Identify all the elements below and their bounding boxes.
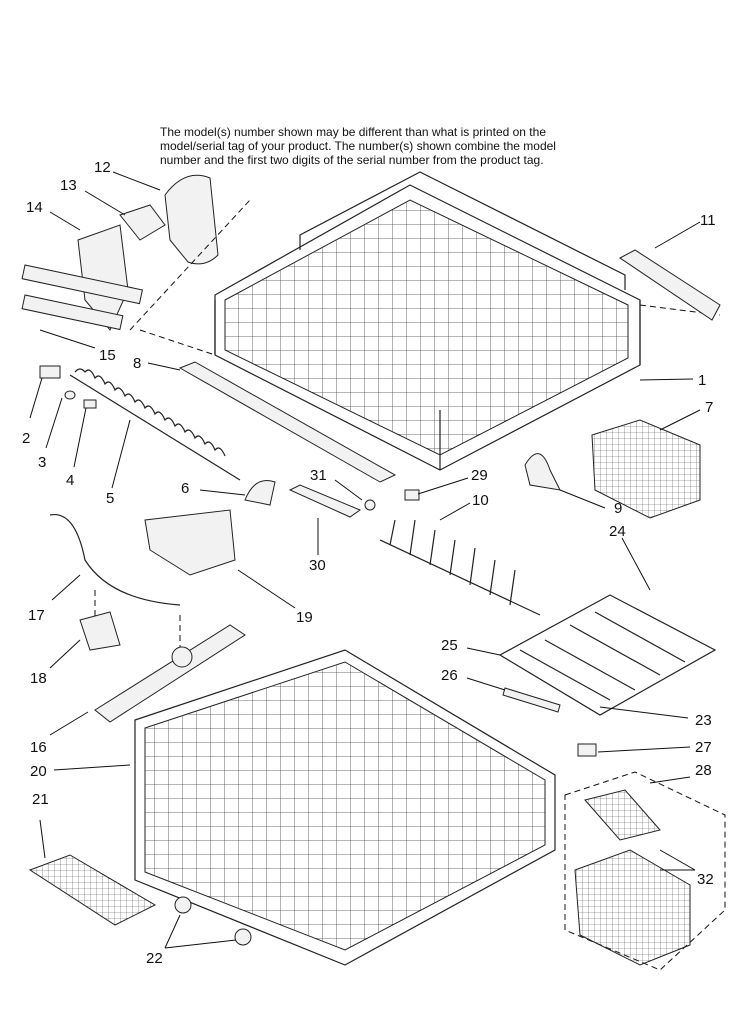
small-part <box>577 743 597 757</box>
callout-5: 5 <box>106 490 114 507</box>
callout-2: 2 <box>22 430 30 447</box>
clip-assembly <box>524 453 561 491</box>
rack-rod <box>69 374 241 481</box>
callout-25: 25 <box>441 637 458 654</box>
tine-clip <box>502 687 561 713</box>
callout-10: 10 <box>472 492 489 509</box>
callout-30: 30 <box>309 557 326 574</box>
tine-assembly <box>498 594 717 716</box>
callout-12: 12 <box>94 159 111 176</box>
callout-3: 3 <box>38 454 46 471</box>
callout-29: 29 <box>471 467 488 484</box>
filler-part <box>288 484 362 518</box>
callout-17: 17 <box>28 607 45 624</box>
callout-32: 32 <box>697 871 714 888</box>
callout-8: 8 <box>133 355 141 372</box>
rack-track <box>178 361 397 483</box>
callout-22: 22 <box>146 950 163 967</box>
callout-11: 11 <box>700 212 716 229</box>
note-line-3: number and the first two digits of the s… <box>160 153 544 167</box>
model-number-note: The model(s) number shown may be differe… <box>160 125 600 167</box>
callout-18: 18 <box>30 670 47 687</box>
callout-6: 6 <box>181 480 189 497</box>
note-line-1: The model(s) number shown may be differe… <box>160 125 546 139</box>
callout-21: 21 <box>32 791 49 808</box>
callout-13: 13 <box>60 177 77 194</box>
wheel <box>174 896 192 914</box>
callout-15: 15 <box>99 347 116 364</box>
clip-part <box>39 365 61 379</box>
callout-27: 27 <box>695 739 712 756</box>
callout-16: 16 <box>30 739 47 756</box>
stop-part <box>244 480 276 506</box>
callout-1: 1 <box>698 372 706 389</box>
callout-24: 24 <box>609 523 626 540</box>
rack-adjuster-parts <box>77 174 219 331</box>
callout-9: 9 <box>614 500 622 517</box>
callout-28: 28 <box>695 762 712 779</box>
spray-tube <box>49 513 181 606</box>
inlet-part <box>144 509 236 576</box>
upper-rack <box>214 171 641 471</box>
silverware-basket <box>574 849 691 966</box>
callout-26: 26 <box>441 667 458 684</box>
note-line-2: model/serial tag of your product. The nu… <box>160 139 556 153</box>
rack-insert <box>28 854 157 926</box>
callout-23: 23 <box>695 712 712 729</box>
rack-trim <box>619 249 721 321</box>
callout-31: 31 <box>310 467 327 484</box>
silverware-basket-group <box>564 771 726 971</box>
callout-20: 20 <box>30 763 47 780</box>
lower-rack <box>134 649 556 966</box>
callout-7: 7 <box>705 399 713 416</box>
callout-19: 19 <box>296 609 313 626</box>
manifold-part <box>79 611 121 651</box>
leader-lines <box>29 171 701 949</box>
adjuster-rails <box>21 264 143 331</box>
tine-row <box>379 519 541 616</box>
callout-labels: 1 2 3 4 5 6 7 8 9 10 11 12 13 14 15 16 1… <box>22 159 716 967</box>
basket-accessory <box>591 419 701 519</box>
callout-14: 14 <box>26 199 43 216</box>
callout-4: 4 <box>66 472 74 489</box>
